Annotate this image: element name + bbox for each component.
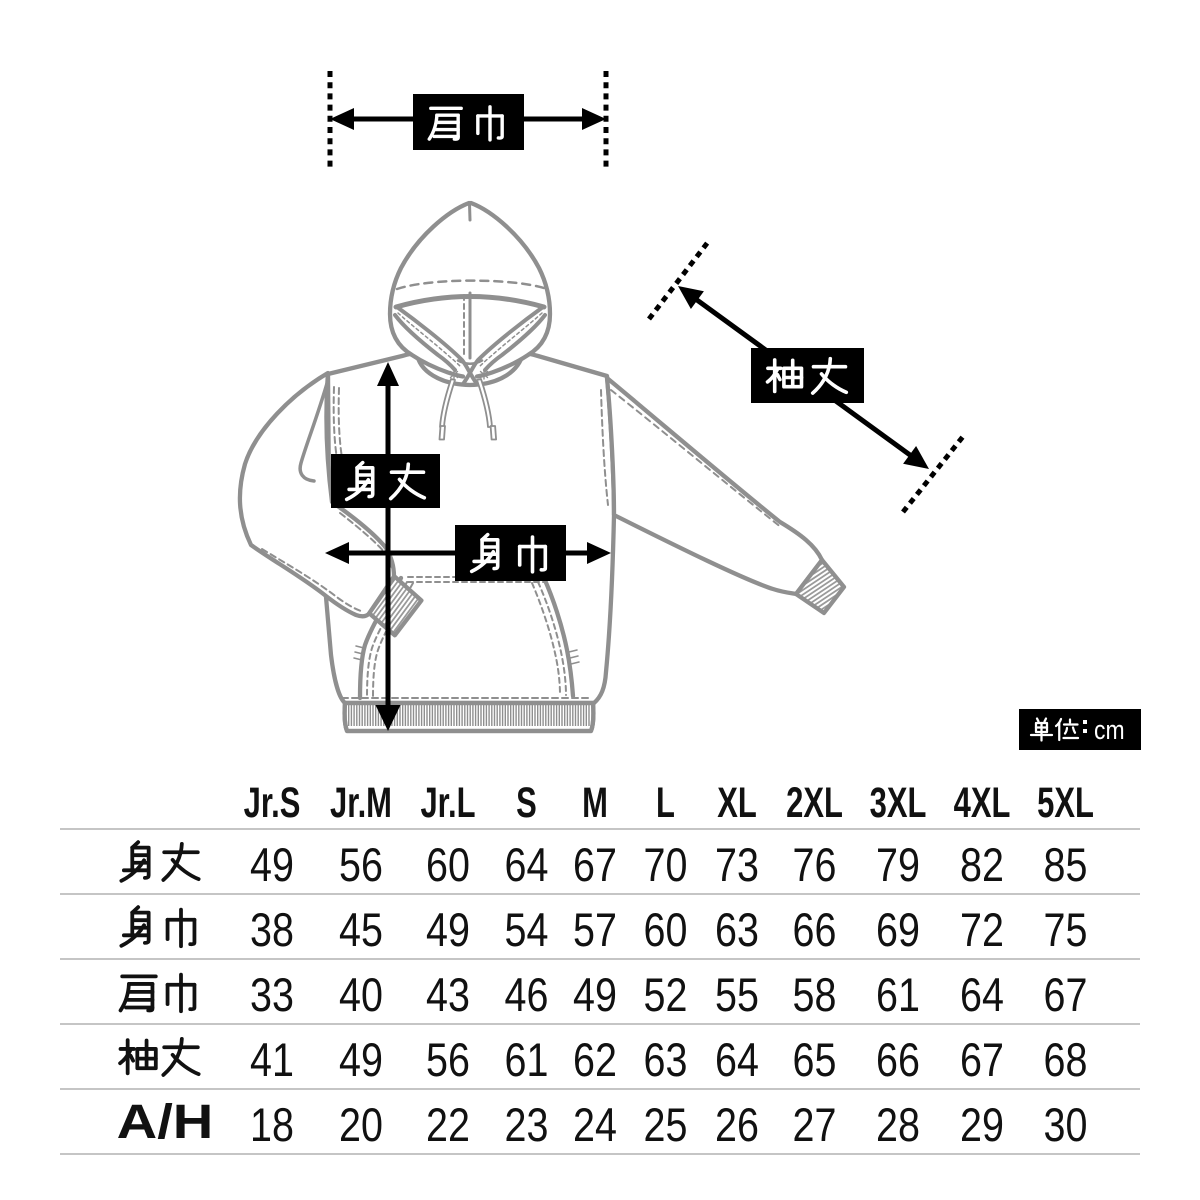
svg-text:25: 25 xyxy=(644,1100,688,1152)
svg-text:38: 38 xyxy=(250,905,294,957)
svg-text:33: 33 xyxy=(250,970,294,1022)
svg-text:72: 72 xyxy=(960,905,1004,957)
svg-text:2XL: 2XL xyxy=(786,778,843,826)
svg-text:52: 52 xyxy=(644,970,688,1022)
svg-text:82: 82 xyxy=(960,840,1004,892)
svg-text:41: 41 xyxy=(250,1035,294,1087)
svg-text:Jr.L: Jr.L xyxy=(420,778,475,826)
svg-text:75: 75 xyxy=(1044,905,1088,957)
svg-text:S: S xyxy=(516,778,537,826)
svg-text:45: 45 xyxy=(339,905,383,957)
svg-text:23: 23 xyxy=(505,1100,549,1152)
svg-text:56: 56 xyxy=(426,1035,470,1087)
svg-text:XL: XL xyxy=(717,778,757,826)
svg-text:46: 46 xyxy=(505,970,549,1022)
svg-text:30: 30 xyxy=(1044,1100,1088,1152)
svg-text:61: 61 xyxy=(876,970,920,1022)
svg-text:66: 66 xyxy=(793,905,837,957)
svg-text:64: 64 xyxy=(960,970,1004,1022)
svg-text:65: 65 xyxy=(793,1035,837,1087)
svg-text:20: 20 xyxy=(339,1100,383,1152)
svg-text:cm: cm xyxy=(1094,715,1125,745)
svg-text:40: 40 xyxy=(339,970,383,1022)
svg-text:61: 61 xyxy=(505,1035,549,1087)
svg-text:66: 66 xyxy=(876,1035,920,1087)
svg-text:60: 60 xyxy=(426,840,470,892)
svg-text:M: M xyxy=(582,778,608,826)
svg-text:68: 68 xyxy=(1044,1035,1088,1087)
svg-text:22: 22 xyxy=(426,1100,470,1152)
svg-text:76: 76 xyxy=(793,840,837,892)
svg-text:79: 79 xyxy=(876,840,920,892)
svg-text:67: 67 xyxy=(1044,970,1088,1022)
svg-text:69: 69 xyxy=(876,905,920,957)
svg-text:73: 73 xyxy=(715,840,759,892)
svg-text:85: 85 xyxy=(1044,840,1088,892)
svg-text:49: 49 xyxy=(250,840,294,892)
svg-text:A/H: A/H xyxy=(117,1096,214,1149)
svg-text:49: 49 xyxy=(573,970,617,1022)
svg-text:64: 64 xyxy=(715,1035,759,1087)
svg-text:4XL: 4XL xyxy=(954,778,1011,826)
svg-text:55: 55 xyxy=(715,970,759,1022)
svg-text:63: 63 xyxy=(644,1035,688,1087)
svg-text:29: 29 xyxy=(960,1100,1004,1152)
svg-text:5XL: 5XL xyxy=(1037,778,1094,826)
svg-text:28: 28 xyxy=(876,1100,920,1152)
svg-text:58: 58 xyxy=(793,970,837,1022)
svg-text:62: 62 xyxy=(573,1035,617,1087)
svg-text:57: 57 xyxy=(573,905,617,957)
svg-text:54: 54 xyxy=(505,905,549,957)
svg-text:67: 67 xyxy=(960,1035,1004,1087)
svg-text:Jr.S: Jr.S xyxy=(244,778,301,826)
svg-text:70: 70 xyxy=(644,840,688,892)
svg-text:Jr.M: Jr.M xyxy=(330,778,392,826)
svg-text:24: 24 xyxy=(573,1100,617,1152)
svg-text:67: 67 xyxy=(573,840,617,892)
svg-text:18: 18 xyxy=(250,1100,294,1152)
svg-text:43: 43 xyxy=(426,970,470,1022)
svg-text:49: 49 xyxy=(426,905,470,957)
svg-text:49: 49 xyxy=(339,1035,383,1087)
svg-text:64: 64 xyxy=(505,840,549,892)
svg-text:3XL: 3XL xyxy=(870,778,927,826)
svg-text:27: 27 xyxy=(793,1100,837,1152)
svg-text:60: 60 xyxy=(644,905,688,957)
svg-text:L: L xyxy=(656,778,675,826)
svg-text:56: 56 xyxy=(339,840,383,892)
svg-text:63: 63 xyxy=(715,905,759,957)
svg-text:26: 26 xyxy=(715,1100,759,1152)
